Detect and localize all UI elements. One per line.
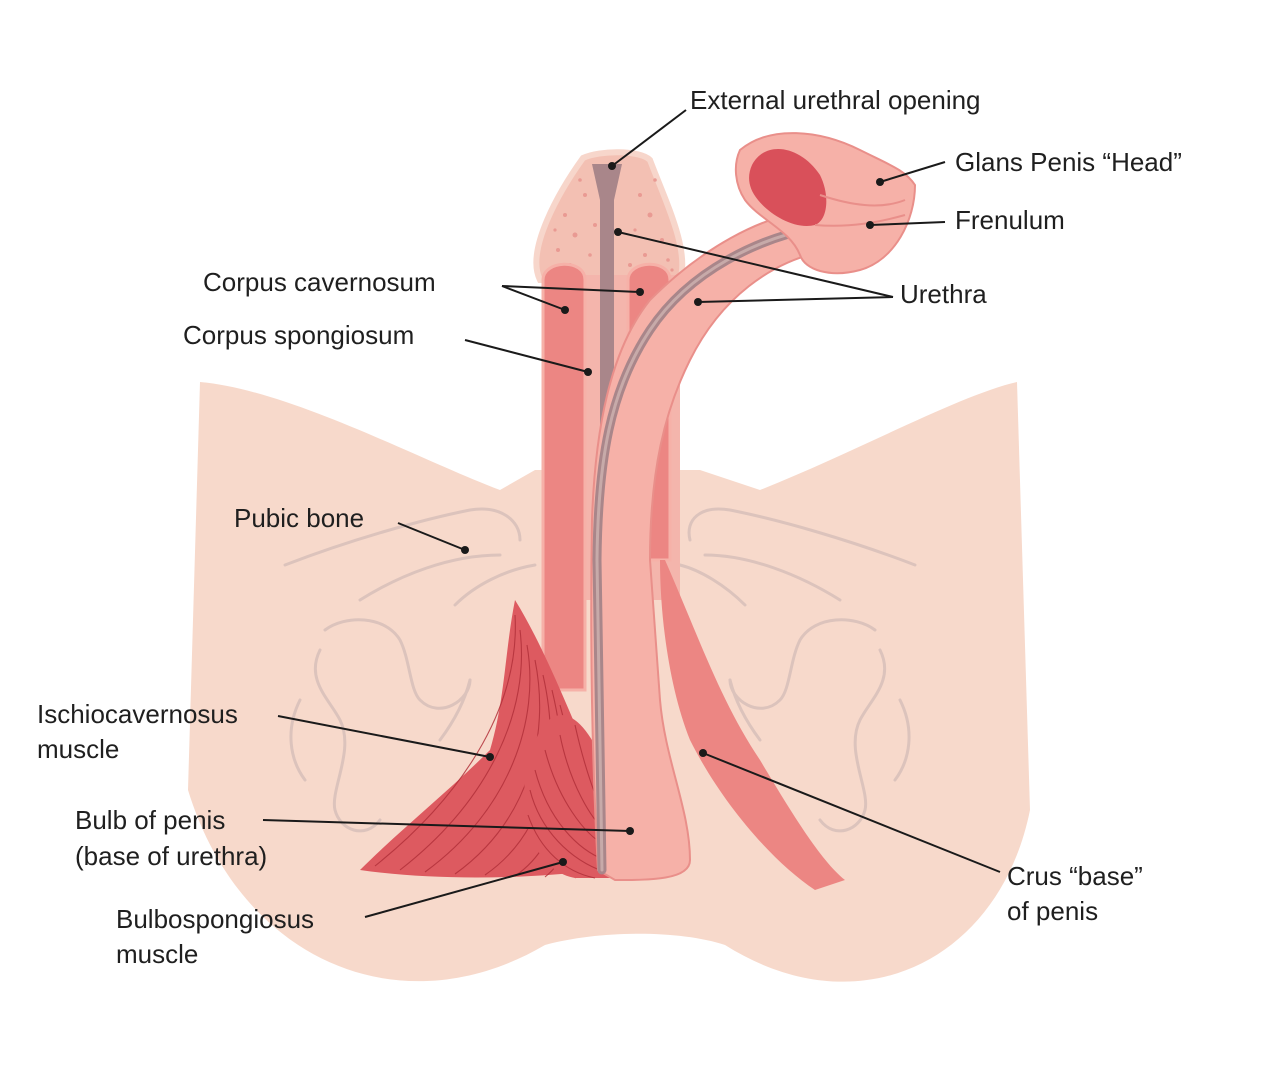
label-ischiocavernosus-line2: muscle xyxy=(37,734,119,764)
label-glans-penis: Glans Penis “Head” xyxy=(955,147,1182,177)
urethra-curved-highlight xyxy=(595,226,817,872)
label-corpus-spongiosum: Corpus spongiosum xyxy=(183,320,414,350)
label-frenulum: Frenulum xyxy=(955,205,1065,235)
leader-lines xyxy=(262,109,1001,918)
labels: External urethral opening Glans Penis “H… xyxy=(37,85,1182,969)
glans-fold xyxy=(814,194,906,227)
label-external-urethral-opening: External urethral opening xyxy=(690,85,981,115)
label-crus-line1: Crus “base” xyxy=(1007,861,1143,891)
label-bulbospongiosus-line1: Bulbospongiosus xyxy=(116,904,314,934)
corpus-cavernosum-left xyxy=(541,262,587,692)
label-bulb-line2: (base of urethra) xyxy=(75,841,267,871)
label-ischiocavernosus-line1: Ischiocavernosus xyxy=(37,699,238,729)
label-crus-line2: of penis xyxy=(1007,896,1098,926)
label-corpus-cavernosum: Corpus cavernosum xyxy=(203,267,436,297)
bulbospongiosus-muscle xyxy=(524,715,610,878)
label-urethra: Urethra xyxy=(900,279,987,309)
label-bulbospongiosus-line2: muscle xyxy=(116,939,198,969)
crus-right xyxy=(660,560,845,890)
pelvis-outline-left xyxy=(283,507,537,833)
spongy-texture xyxy=(553,178,674,272)
pelvis-outline-right xyxy=(678,507,917,833)
label-bulb-line1: Bulb of penis xyxy=(75,805,225,835)
label-pubic-bone: Pubic bone xyxy=(234,503,364,533)
glans-opening xyxy=(749,148,827,226)
